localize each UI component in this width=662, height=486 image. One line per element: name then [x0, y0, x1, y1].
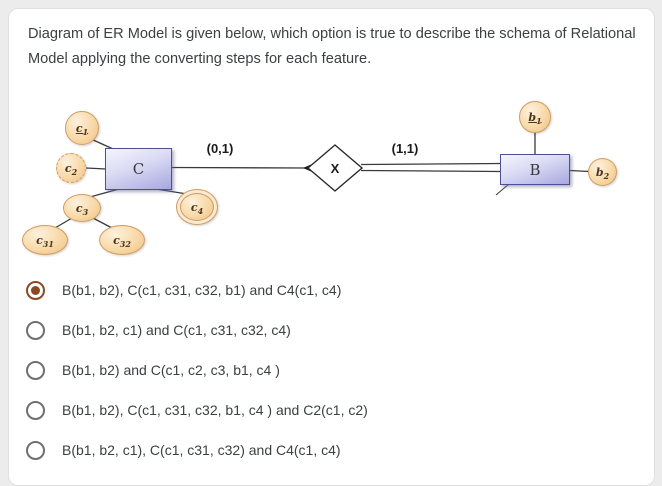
options-list: B(b1, b2), C(c1, c31, c32, b1) and C4(c1…	[26, 270, 636, 470]
radio-button[interactable]	[26, 440, 45, 460]
entity-C: C	[105, 148, 172, 190]
option-row-1[interactable]: B(b1, b2), C(c1, c31, c32, b1) and C4(c1…	[26, 270, 636, 310]
radio-button[interactable]	[26, 320, 45, 340]
attribute-c2-derived: c2	[56, 153, 86, 183]
attribute-c31: c31	[22, 225, 68, 255]
option-label: B(b1, b2, c1), C(c1, c31, c32) and C4(c1…	[62, 442, 341, 458]
relationship-label: X	[331, 161, 340, 176]
cardinality-right: (1,1)	[391, 141, 419, 156]
option-label: B(b1, b2) and C(c1, c2, c3, b1, c4 )	[62, 362, 280, 378]
entity-B: B	[500, 154, 570, 185]
option-row-5[interactable]: B(b1, b2, c1), C(c1, c31, c32) and C4(c1…	[26, 430, 636, 470]
attribute-c4-inner-ellipse: c4	[180, 193, 214, 221]
radio-button[interactable]	[26, 360, 45, 380]
relationship-diamond	[306, 144, 364, 192]
option-row-4[interactable]: B(b1, b2), C(c1, c31, c32, b1, c4 ) and …	[26, 390, 636, 430]
diagram-connectors: X	[54, 133, 590, 229]
cardinality-left: (0,1)	[206, 141, 234, 156]
option-row-2[interactable]: B(b1, b2, c1) and C(c1, c31, c32, c4)	[26, 310, 636, 350]
er-diagram: X c1 c2 c3 c31 c32 c4 C (0,1) (1,1) b1 B…	[0, 95, 662, 275]
attribute-c1: c1	[65, 111, 99, 145]
radio-button[interactable]	[26, 280, 45, 300]
attribute-c32: c32	[99, 225, 145, 255]
option-row-3[interactable]: B(b1, b2) and C(c1, c2, c3, b1, c4 )	[26, 350, 636, 390]
attribute-b2: b2	[588, 158, 617, 186]
attribute-c4-multivalued: c4	[176, 189, 218, 225]
option-label: B(b1, b2, c1) and C(c1, c31, c32, c4)	[62, 322, 291, 338]
attribute-c3: c3	[63, 194, 101, 222]
question-text: Diagram of ER Model is given below, whic…	[28, 26, 636, 67]
option-label: B(b1, b2), C(c1, c31, c32, b1, c4 ) and …	[62, 402, 368, 418]
option-label: B(b1, b2), C(c1, c31, c32, b1) and C4(c1…	[62, 282, 342, 298]
radio-button[interactable]	[26, 400, 45, 420]
attribute-b1: b1	[519, 101, 551, 133]
